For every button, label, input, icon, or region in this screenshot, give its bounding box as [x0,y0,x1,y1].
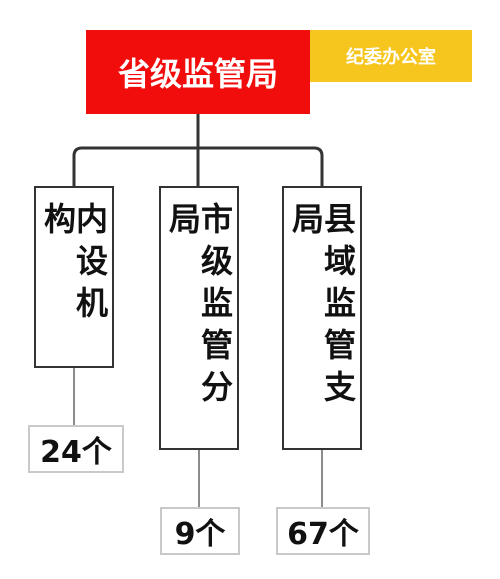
county-branch-count: 67个 [276,507,370,555]
city-branch-label: 市级监管分局 [164,202,234,412]
discipline-office-box: 纪委办公室 [310,30,472,82]
city-branch-box: 市级监管分局 [159,186,239,450]
internal-departments-count: 24个 [28,425,124,473]
internal-departments-count-text: 24个 [40,435,112,470]
internal-departments-box: 内设机构 [34,186,114,368]
internal-departments-label: 内设机构 [39,202,109,328]
city-branch-count-text: 9个 [174,517,226,552]
county-branch-count-text: 67个 [287,517,359,552]
provincial-bureau-label: 省级监管局 [117,55,278,93]
county-branch-label: 县域监管支局 [287,202,357,412]
county-branch-box: 县域监管支局 [282,186,362,450]
discipline-office-label: 纪委办公室 [346,47,436,68]
provincial-bureau-box: 省级监管局 [86,30,310,114]
city-branch-count: 9个 [160,507,240,555]
